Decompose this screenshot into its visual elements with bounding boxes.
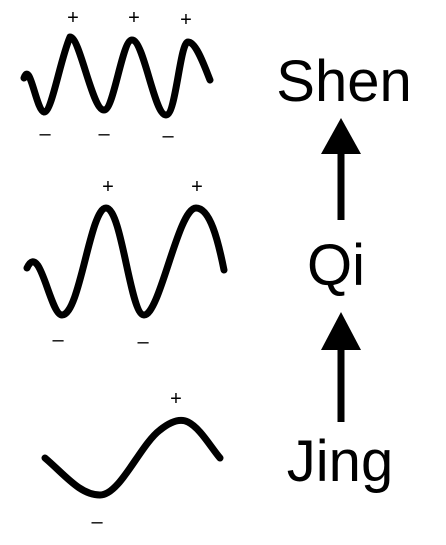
wave-jing-curve [41, 416, 224, 499]
label-shen: Shen [276, 49, 411, 114]
minus-sign: – [39, 123, 51, 145]
plus-sign: + [67, 7, 79, 29]
label-jing: Jing [287, 429, 393, 494]
plus-sign: + [180, 9, 192, 31]
wave-shen: + + + – – – [20, 7, 214, 147]
arrow-jing-to-qi [321, 312, 361, 422]
plus-sign: + [128, 7, 140, 29]
arrow-qi-to-shen [321, 118, 361, 220]
arrow-head [321, 118, 361, 154]
minus-sign: – [137, 331, 149, 353]
plus-sign: + [170, 388, 182, 410]
wave-shen-curve [20, 33, 214, 119]
minus-sign: – [162, 125, 174, 147]
label-qi: Qi [307, 233, 365, 298]
plus-sign: + [191, 176, 203, 198]
minus-sign: – [52, 329, 64, 351]
plus-sign: + [102, 176, 114, 198]
wave-qi-curve [23, 204, 228, 319]
wave-qi: + + – – [23, 176, 228, 353]
minus-sign: – [98, 123, 110, 145]
wave-jing: + – [41, 388, 224, 533]
minus-sign: – [91, 511, 103, 533]
arrow-head [321, 312, 361, 350]
